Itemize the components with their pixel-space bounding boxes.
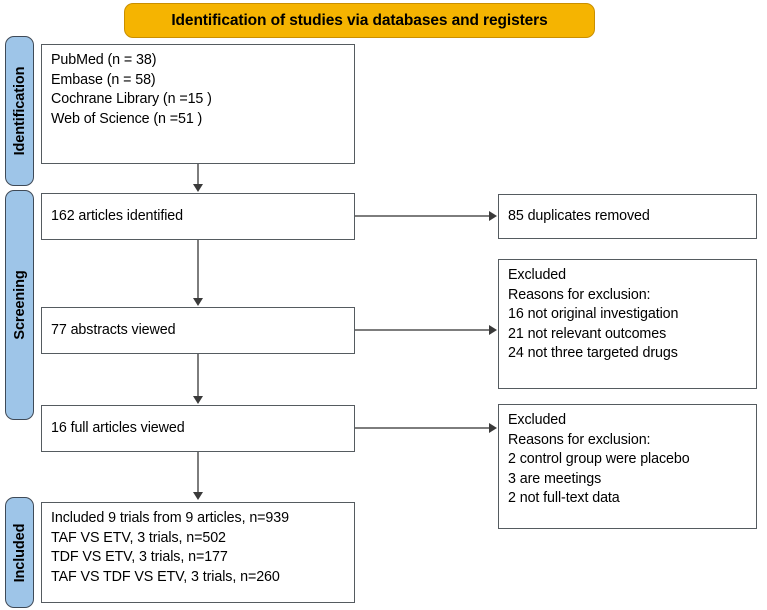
arrowhead-right-icon	[489, 211, 497, 221]
connector-line-abstracts-to-excluded	[355, 329, 491, 331]
arrowhead-down-icon	[193, 184, 203, 192]
arrowhead-right-icon	[489, 423, 497, 433]
stage-label-included-text: Included	[11, 523, 28, 582]
connector-line-identified-to-abstracts	[197, 240, 199, 300]
box-studies-included: Included 9 trials from 9 articles, n=939…	[41, 502, 355, 603]
stage-label-screening-text: Screening	[11, 270, 28, 340]
connector-line-full-articles-to-included	[197, 452, 199, 494]
arrowhead-right-icon	[489, 325, 497, 335]
box-excluded-eligibility: Excluded Reasons for exclusion: 2 contro…	[498, 404, 757, 529]
stage-label-included: Included	[5, 497, 34, 608]
stage-label-screening: Screening	[5, 190, 34, 420]
box-abstracts-viewed: 77 abstracts viewed	[41, 307, 355, 354]
connector-line-full-articles-to-excluded	[355, 427, 491, 429]
box-records-identified: 162 articles identified	[41, 193, 355, 240]
diagram-banner-title: Identification of studies via databases …	[124, 3, 595, 38]
connector-line-identified-to-duplicates	[355, 215, 491, 217]
arrowhead-down-icon	[193, 396, 203, 404]
arrowhead-down-icon	[193, 298, 203, 306]
connector-line-abstracts-to-full-articles	[197, 354, 199, 398]
box-excluded-screening: Excluded Reasons for exclusion: 16 not o…	[498, 259, 757, 389]
box-full-articles-viewed: 16 full articles viewed	[41, 405, 355, 452]
box-database-sources: PubMed (n = 38) Embase (n = 58) Cochrane…	[41, 44, 355, 164]
box-duplicates-removed: 85 duplicates removed	[498, 194, 757, 239]
arrowhead-down-icon	[193, 492, 203, 500]
stage-label-identification-text: Identification	[11, 66, 28, 156]
stage-label-identification: Identification	[5, 36, 34, 186]
connector-line-identification-to-identified	[197, 164, 199, 186]
